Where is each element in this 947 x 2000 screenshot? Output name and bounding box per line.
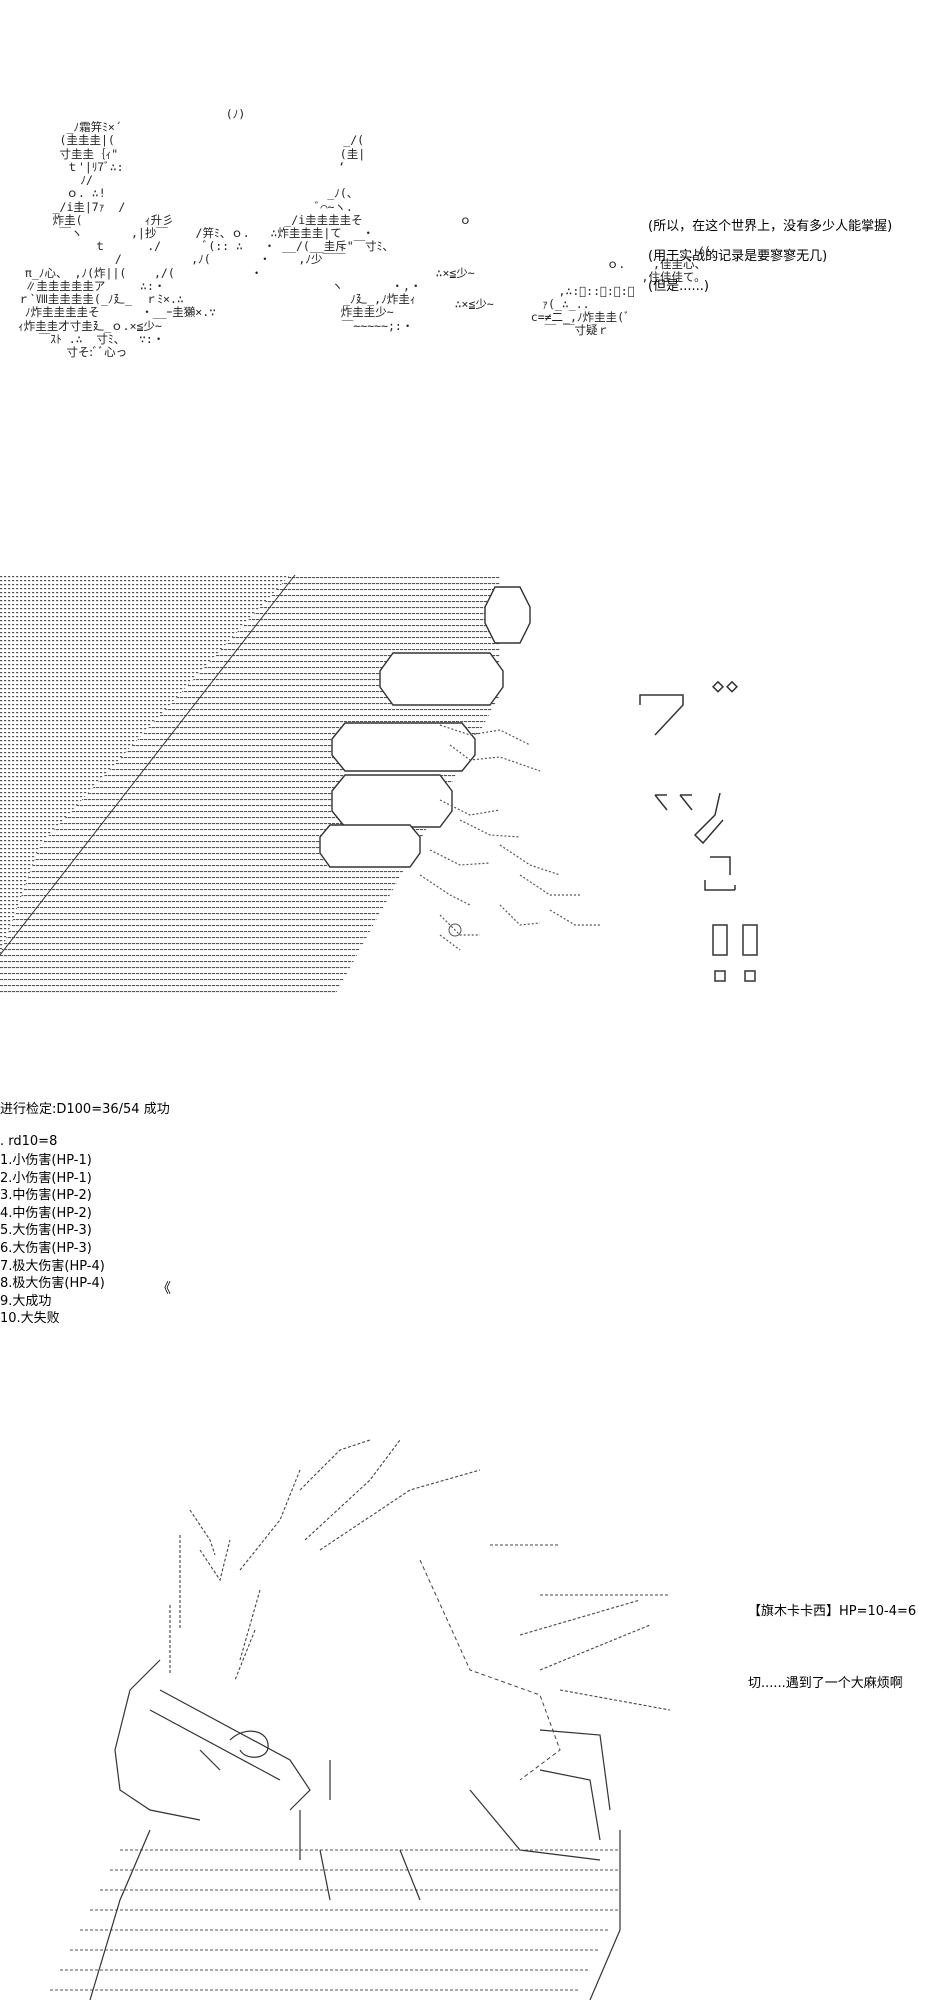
dotted-field [0, 575, 290, 955]
rd10-result: . rd10=8 [0, 1134, 58, 1149]
outcome-list: 1.小伤害(HP-1) 2.小伤害(HP-1) 3.中伤害(HP-2)4.中伤害(H… [0, 1152, 105, 1328]
narration-line-2: (用于实战的记录是要寥寥无几) [648, 249, 828, 264]
outcome-item: 3.中伤害(HP-2) [0, 1188, 92, 1204]
hexagon-4 [331, 774, 453, 828]
outcome-item: 7.极大伤害(HP-4) [0, 1258, 105, 1274]
outcome-item: 6.大伤害(HP-3) [0, 1240, 92, 1256]
character-hp-status: 【旗木卡卡西】HP=10-4=6 [748, 1604, 917, 1619]
outcome-item: 1.小伤害(HP-1) [0, 1153, 92, 1168]
outcome-item: 9.大成功 [0, 1293, 52, 1309]
dice-roll-result: 进行检定:D100=36/54 成功 [0, 1102, 170, 1117]
outcome-item: 2.小伤害(HP-1) [0, 1170, 92, 1186]
narration-line-1: (所以，在这个世界上，没有多少人能掌握) [648, 219, 893, 234]
sound-effect-glyphs [639, 680, 758, 982]
staff-hexagon-art [0, 575, 600, 995]
character-ascii-art [50, 1439, 671, 2000]
crowd-ascii-art-right: _/(_ ｏ. ,佳圭心、 ,住佳佳て。 ,∴:ﾞ::・:・:・ ∴×≦少~ ｧ… [454, 244, 718, 338]
striped-slab [0, 575, 500, 995]
crowd-ascii-art: (ﾉ) _ﾉ霜笄ﾐ×´ (圭圭圭|( _/( 寸圭圭｛ｨ" (圭| ｔ'|ﾘ7ﾞ… [18, 107, 475, 359]
hexagon-5 [319, 824, 421, 868]
outcome-item: 5.大伤害(HP-3) [0, 1223, 92, 1239]
outcome-item: 10.大失败 [0, 1311, 60, 1327]
narration-line-3: (但是......) [648, 279, 709, 294]
hexagon-2 [379, 652, 504, 706]
hexagon-3 [331, 722, 476, 772]
character-dialog: 切......遇到了一个大麻烦啊 [748, 1676, 903, 1691]
narration-dialog: (所以，在这个世界上，没有多少人能掌握) (用于实战的记录是要寥寥无几) (但是..… [648, 212, 892, 302]
selection-marker: 《 [157, 1281, 171, 1297]
outcome-item: 8.极大伤害(HP-4) [0, 1276, 105, 1292]
hexagon-1 [484, 586, 531, 644]
outcome-item: 4.中伤害(HP-2) [0, 1205, 92, 1221]
